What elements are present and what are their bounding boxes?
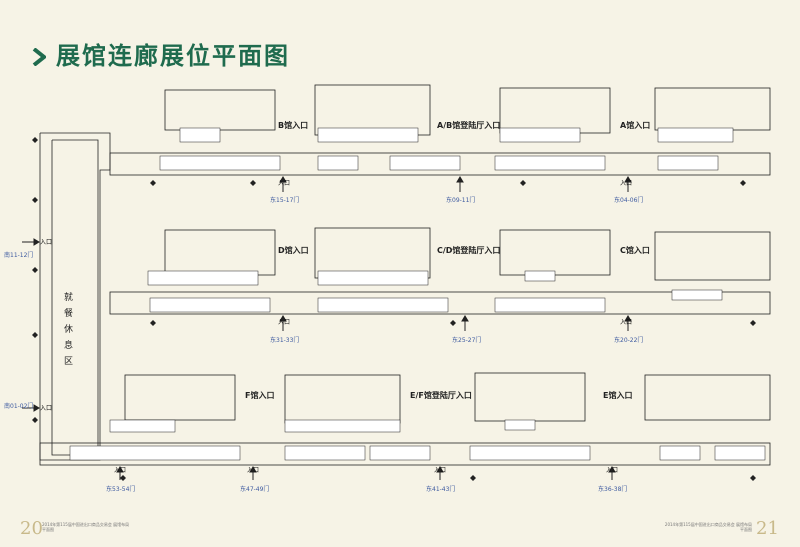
hall-ef-entrance-label: E/F馆登陆厅入口 — [410, 391, 472, 400]
gate-label: 东20-22门 — [614, 337, 644, 344]
hall-a-entrance-label: A馆入口 — [620, 121, 651, 130]
hall-cd-entrance-label: C/D馆登陆厅入口 — [437, 246, 501, 255]
gate-label: 东41-43门 — [426, 486, 456, 493]
entrance-label: 入口 — [278, 180, 291, 187]
entrance-label: 入口 — [434, 467, 447, 474]
page-title-text: 展馆连廊展位平面图 — [56, 42, 290, 70]
gate-label: 南11-12门 — [4, 252, 34, 259]
footer-left: 2014年第115届中国进出口商品交易会 展馆布局平面图 — [42, 522, 130, 532]
hall-c-entrance-label: C馆入口 — [620, 246, 650, 255]
gate-label: 东09-11门 — [446, 197, 476, 204]
page-number-right: 21 — [756, 518, 779, 539]
page-title: 展馆连廊展位平面图 — [32, 36, 290, 71]
gate-label: 东25-27门 — [452, 337, 482, 344]
gate-label: 东31-33门 — [270, 337, 300, 344]
entrance-label: 入口 — [620, 180, 633, 187]
gate-label: 东47-49门 — [240, 486, 270, 493]
hall-f-entrance-label: F馆入口 — [245, 391, 275, 400]
gate-label: 东15-17门 — [270, 197, 300, 204]
entrance-label: 入口 — [606, 467, 619, 474]
dining-rest-area-label: 就餐休息区 — [64, 293, 74, 367]
gate-label: 东53-54门 — [106, 486, 136, 493]
gate-label: 南01-02门 — [4, 403, 34, 410]
entrance-label: 入口 — [114, 467, 127, 474]
footer-right: 2014年第115届中国进出口商品交易会 展馆布局平面图 — [664, 522, 752, 532]
hall-ab-entrance-label: A/B馆登陆厅入口 — [437, 121, 501, 130]
gate-label: 东04-06门 — [614, 197, 644, 204]
hall-b-entrance-label: B馆入口 — [278, 121, 309, 130]
entrance-label: 入口 — [247, 467, 260, 474]
entrance-label: 入口 — [278, 319, 291, 326]
hall-d-entrance-label: D馆入口 — [278, 246, 309, 255]
entrance-label: 入口 — [40, 405, 53, 412]
hall-e-entrance-label: E馆入口 — [603, 391, 633, 400]
entrance-label: 入口 — [40, 239, 53, 246]
chevron-right-icon — [32, 48, 46, 66]
page-number-left: 20 — [20, 518, 43, 539]
entrance-label: 入口 — [620, 319, 633, 326]
gate-label: 东36-38门 — [598, 486, 628, 493]
